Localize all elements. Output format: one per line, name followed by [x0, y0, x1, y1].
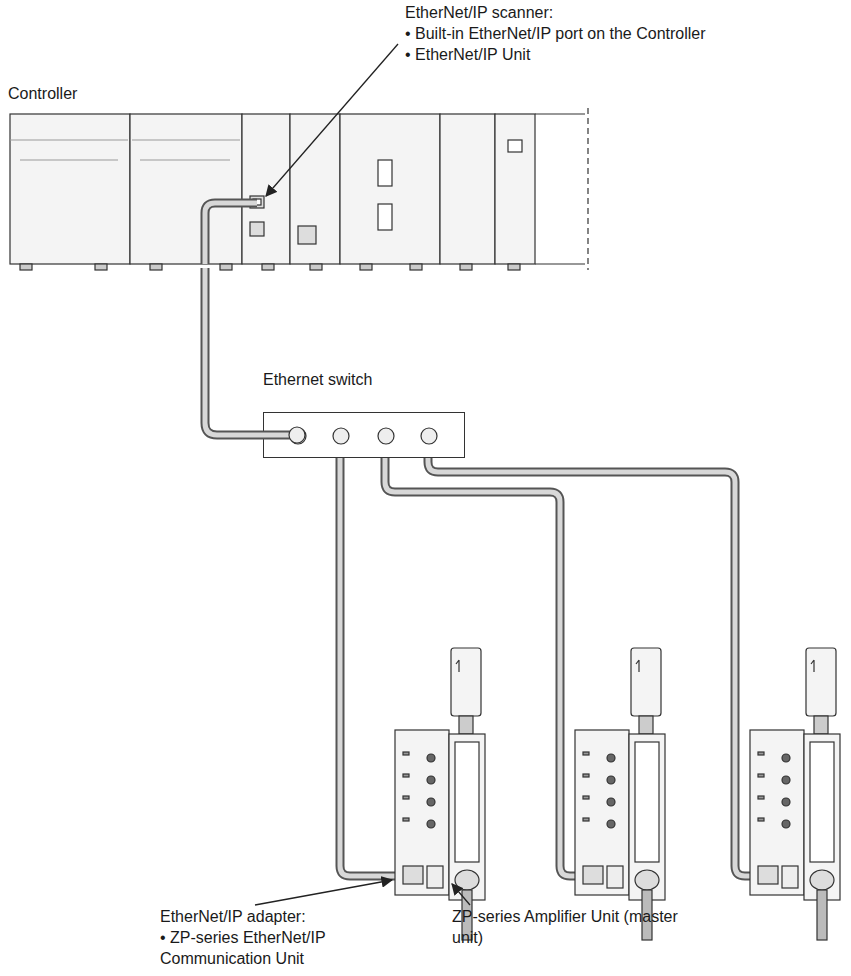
zp-unit: [395, 648, 485, 940]
node-label: Ethernet switch: [263, 370, 469, 390]
callout-heading: EtherNet/IP scanner:: [405, 2, 845, 23]
callout-text: • Built-in EtherNet/IP port on the Contr…: [405, 23, 845, 44]
switch-port: [289, 427, 305, 443]
callout-heading: EtherNet/IP adapter:: [160, 906, 420, 927]
cable: [205, 203, 257, 264]
leader-lines: [255, 44, 470, 905]
controller-illustration: [10, 108, 588, 270]
controller: Controller: [8, 84, 592, 270]
ethernet-switch: Ethernet switch: [263, 370, 469, 458]
zp-units: [395, 648, 840, 940]
node-label: Controller: [8, 84, 592, 104]
zp-unit: [575, 648, 665, 940]
callout-text: ZP-series Amplifier Unit (master unit): [452, 906, 702, 948]
ethernet-cable: [205, 268, 297, 435]
callout-text: • EtherNet/IP Unit: [405, 44, 845, 65]
zp-unit: [750, 648, 840, 940]
callout-text: • ZP-series EtherNet/IP Communication Un…: [160, 927, 390, 969]
